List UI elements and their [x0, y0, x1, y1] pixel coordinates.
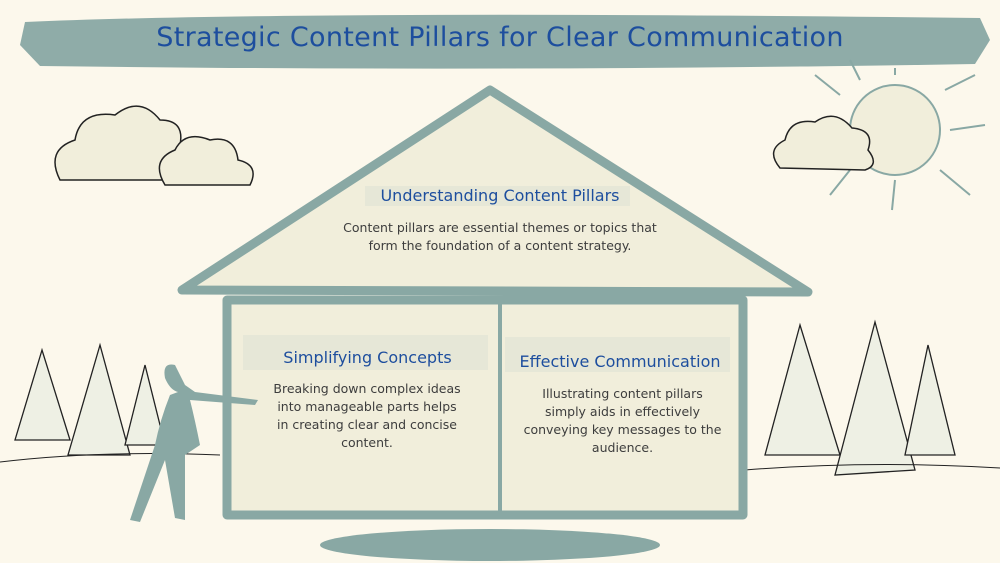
right-room-body: Illustrating content pillars simply aids… [523, 386, 722, 455]
sun-icon [814, 59, 986, 211]
cloud-icon [772, 115, 874, 171]
left-room-heading: Simplifying Concepts [283, 348, 452, 367]
ground-line [0, 453, 1000, 471]
roof-body: Content pillars are essential themes or … [343, 220, 657, 253]
tree-icon [14, 319, 956, 476]
roof-heading: Understanding Content Pillars [380, 186, 620, 205]
cloud-icon [54, 105, 254, 186]
title-brush-band [20, 14, 990, 69]
right-room-heading: Effective Communication [519, 352, 721, 371]
page-title: Strategic Content Pillars for Clear Comm… [156, 22, 844, 53]
person-figure [130, 364, 258, 522]
ground-brush [320, 529, 660, 561]
left-room-body: Breaking down complex ideas into managea… [273, 381, 461, 450]
